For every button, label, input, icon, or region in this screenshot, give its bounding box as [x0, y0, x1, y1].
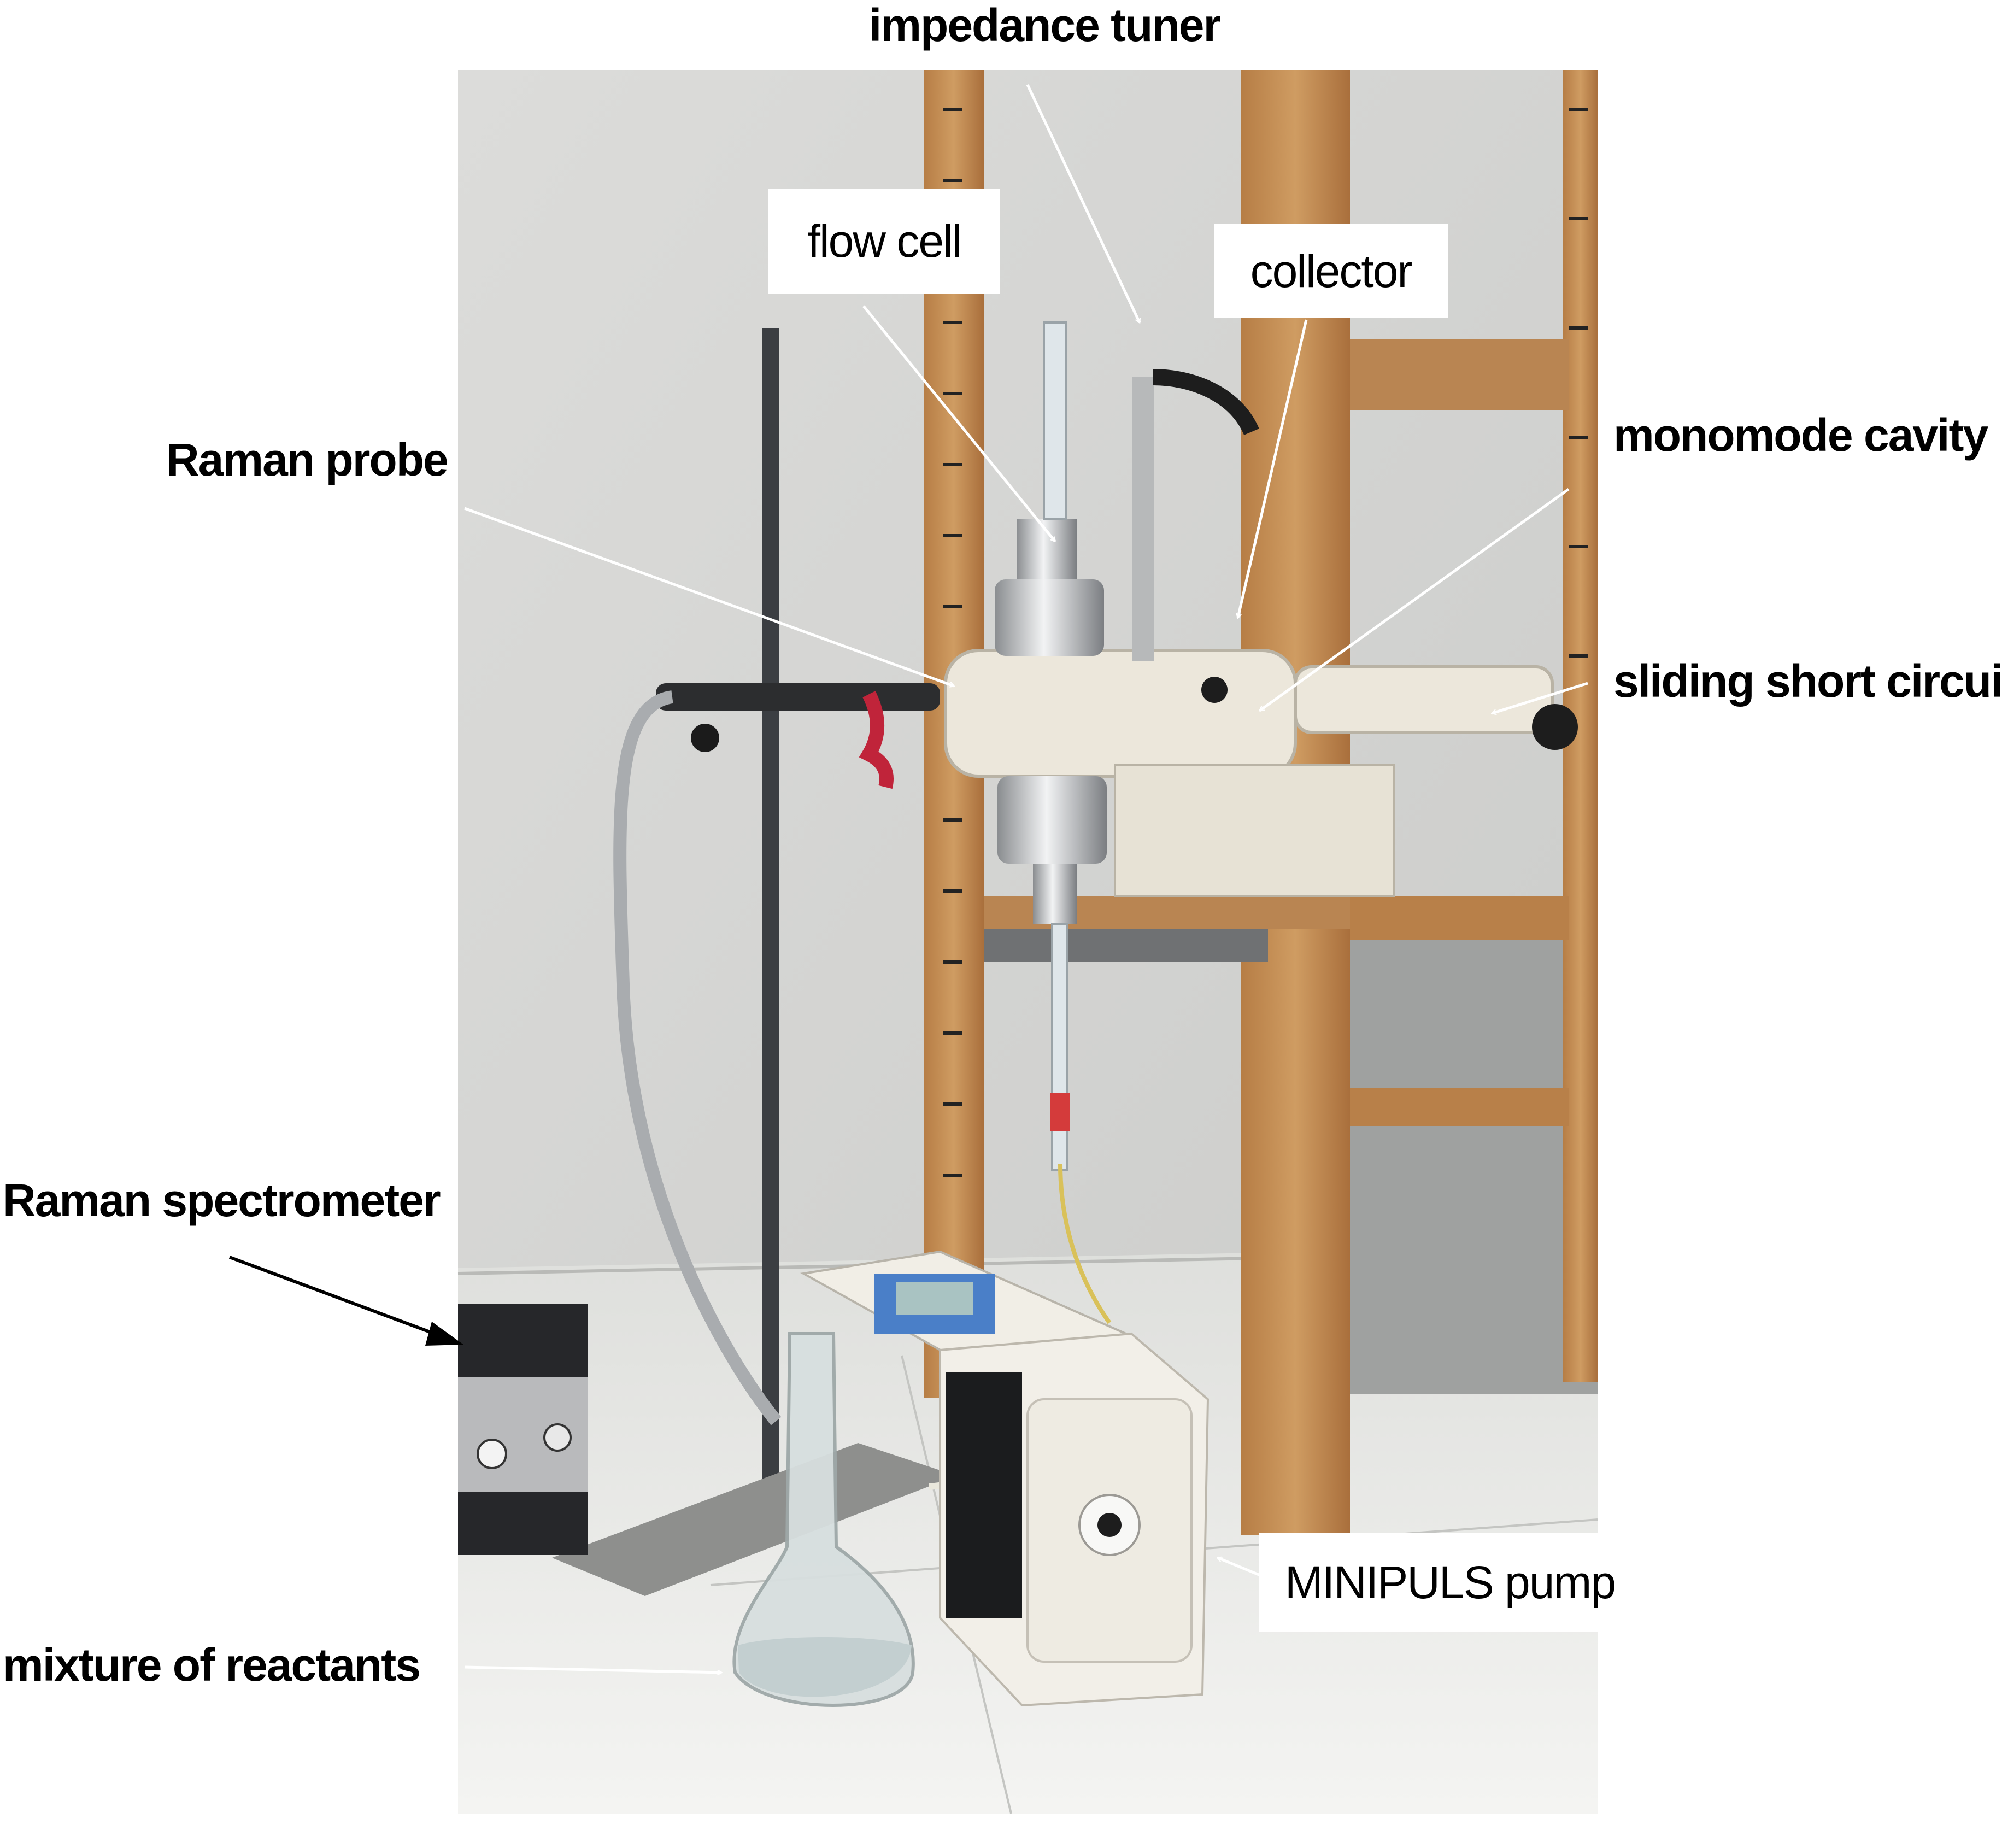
raman-spectrometer-label: Raman spectrometer — [3, 1175, 441, 1226]
impedance-tuner-label: impedance tuner — [869, 0, 1221, 51]
flow-cell-label: flow cell — [768, 189, 1000, 294]
collector-label: collector — [1214, 224, 1448, 318]
sliding-short-circuit-label: sliding short circuit — [1613, 655, 2002, 707]
black-arrow — [228, 1256, 463, 1346]
minipuls-pump-label: MINIPULS pump — [1259, 1533, 1641, 1632]
raman-probe-label: Raman probe — [166, 434, 449, 485]
monomode-cavity-label: monomode cavity — [1613, 409, 1988, 461]
mixture-of-reactants-label: mixture of reactants — [3, 1639, 421, 1691]
